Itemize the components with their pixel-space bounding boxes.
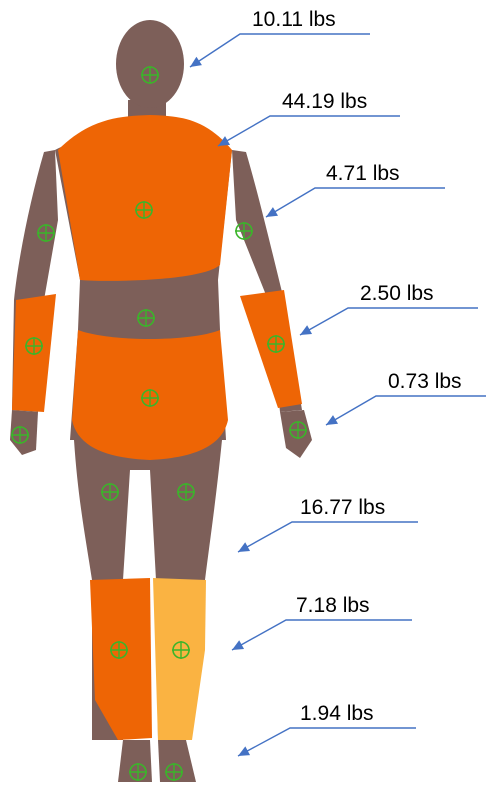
callout-upper-arm: 4.71 lbs [266,162,445,217]
arrowhead [300,325,312,335]
callout-shank: 7.18 lbs [232,594,412,650]
leader-line [238,728,416,756]
weight-label-hand: 0.73 lbs [388,370,462,393]
callout-foot: 1.94 lbs [238,702,416,756]
leader-line [218,116,400,146]
weight-label-head: 10.11 lbs [252,8,336,31]
arrowhead [190,57,202,67]
leader-line [300,308,478,335]
trunk-segment [58,115,232,281]
leader-line [190,34,370,67]
right-foot [158,740,196,782]
callout-head: 10.11 lbs [190,8,370,67]
weight-label-thigh: 16.77 lbs [300,496,385,519]
arrowhead [326,415,338,425]
head [116,20,184,108]
weight-label-shank: 7.18 lbs [296,594,370,617]
arrowhead [232,640,244,650]
arrowhead [266,207,278,217]
right-hand [280,410,312,458]
right-shank-segment [153,578,206,740]
weight-callouts: 10.11 lbs 44.19 lbs 4.71 lbs 2.50 lbs 0.73 l… [190,8,486,756]
weight-label-trunk: 44.19 lbs [282,90,367,113]
weight-label-upper-arm: 4.71 lbs [326,162,400,185]
weight-label-forearm: 2.50 lbs [360,282,434,305]
leader-line [326,396,486,425]
leader-line [266,188,445,217]
weight-label-foot: 1.94 lbs [300,702,374,725]
human-figure [10,20,312,782]
callout-hand: 0.73 lbs [326,370,486,425]
leader-line [232,620,412,650]
arrowhead [238,542,250,552]
leader-line [238,522,418,552]
callout-thigh: 16.77 lbs [238,496,418,552]
callout-forearm: 2.50 lbs [300,282,478,335]
right-forearm-segment [240,290,302,408]
left-hand [10,410,38,455]
left-foot [118,740,152,782]
callout-trunk: 44.19 lbs [218,90,400,146]
